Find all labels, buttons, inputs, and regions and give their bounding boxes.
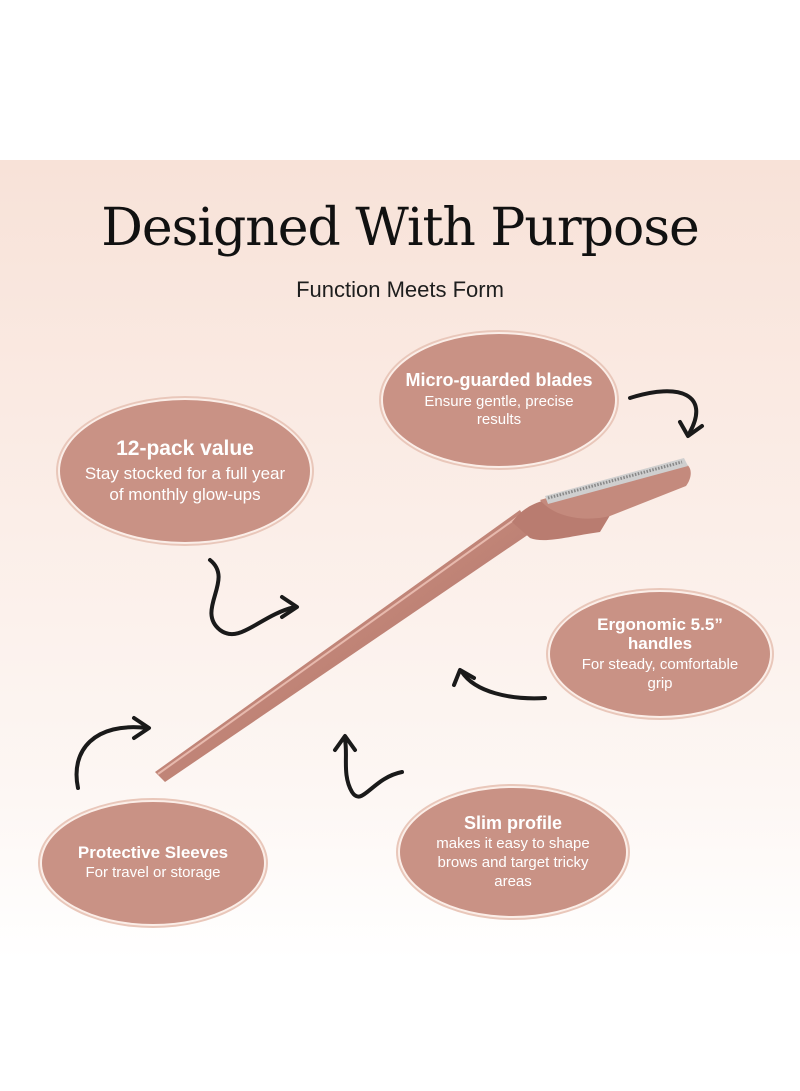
callout-heading: Protective Sleeves — [77, 842, 229, 862]
callout-heading: Ergonomic 5.5” handles — [597, 614, 723, 654]
product-infographic: Designed With Purpose Function Meets For… — [0, 160, 800, 960]
curved-arrow-icon — [628, 389, 704, 438]
curved-arrow-icon — [333, 734, 404, 799]
callout-text: For travel or storage — [85, 864, 221, 882]
callout-protective-sleeves: Protective Sleeves For travel or storage — [42, 802, 264, 924]
callout-text: makes it easy to shape brows and target … — [436, 835, 590, 890]
callout-heading: 12-pack value — [116, 436, 254, 460]
curved-arrow-icon — [74, 716, 151, 790]
callout-text: Ensure gentle, precise results — [424, 392, 574, 429]
page-title: Designed With Purpose — [101, 198, 700, 258]
callout-micro-guarded-blades: Micro-guarded blades Ensure gentle, prec… — [383, 334, 615, 466]
callout-ergonomic-handles: Ergonomic 5.5” handles For steady, comfo… — [550, 592, 770, 716]
illustration-layer — [74, 389, 704, 799]
callout-text: Stay stocked for a full year of monthly … — [84, 463, 286, 505]
callout-heading: Micro-guarded blades — [405, 369, 593, 390]
curved-arrow-icon — [208, 558, 299, 637]
callout-heading: Slim profile — [463, 812, 562, 833]
callout-slim-profile: Slim profile makes it easy to shape brow… — [400, 788, 626, 916]
razor-illustration — [155, 458, 691, 782]
callout-text: For steady, comfortable grip — [581, 655, 739, 692]
page-subtitle: Function Meets Form — [296, 277, 504, 302]
curved-arrow-icon — [452, 668, 547, 701]
callout-12-pack-value: 12-pack value Stay stocked for a full ye… — [60, 400, 310, 542]
